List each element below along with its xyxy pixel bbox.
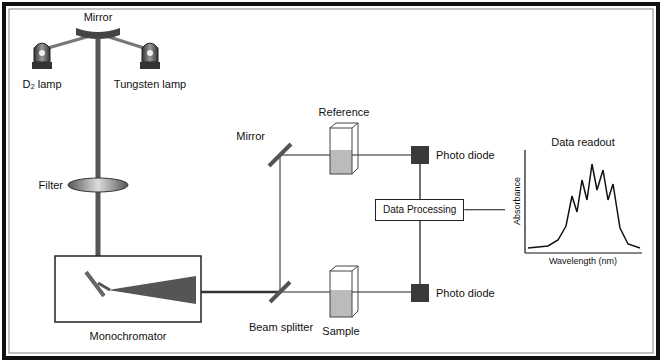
beam-splitter-plate: [270, 282, 290, 302]
tungsten-lamp-icon: [140, 43, 160, 69]
cuvette-label: Reference: [319, 106, 370, 119]
chart-axis: [525, 252, 642, 253]
axis-label: Wavelength (nm): [549, 256, 617, 266]
mirror-label: Mirror: [84, 11, 113, 24]
data-readout-chart: Data readoutAbsorbanceWavelength (nm): [505, 133, 647, 273]
light-beam: [201, 291, 280, 294]
lamp-label: D₂ lamp: [22, 78, 61, 91]
chart-axis: [524, 150, 525, 253]
photo-diode: Photo diode: [411, 284, 429, 302]
dispersed-light-wedge: [108, 276, 196, 304]
inner-frame: [9, 9, 653, 353]
beam-splitter-label: Beam splitter: [249, 321, 313, 334]
mirror-symbol: [269, 144, 291, 166]
photo-diode: Photo diode: [411, 146, 429, 164]
signal-wire: [419, 221, 420, 285]
diode-label: Photo diode: [436, 149, 495, 162]
monochromator-housing: [55, 256, 201, 322]
light-beam: [280, 155, 281, 292]
cuvette-label: Sample: [322, 325, 359, 338]
signal-wire: [419, 164, 420, 199]
monochromator-label: Monochromator: [89, 330, 166, 343]
mirror-symbol: [76, 28, 120, 39]
diode-label: Photo diode: [436, 287, 495, 300]
lamp-label: Tungsten lamp: [114, 78, 186, 91]
light-ray: [106, 36, 144, 48]
sample-cuvette: [330, 266, 358, 317]
filter-label: Filter: [39, 179, 63, 192]
absorbance-spectrum: [528, 164, 640, 248]
outer-frame: [4, 4, 658, 358]
process-box: Data Processing: [375, 199, 464, 221]
signal-wire: [464, 209, 505, 210]
light-beam: [98, 283, 110, 290]
mirror-label: Mirror: [236, 130, 265, 143]
light-beam: [96, 38, 101, 282]
box-text: Data Processing: [383, 204, 456, 216]
reference-cuvette: [330, 123, 358, 174]
filter-disc: [68, 178, 128, 192]
d2-lamp-icon: [32, 43, 52, 69]
light-ray: [48, 36, 90, 48]
chart-title: Data readout: [551, 136, 615, 149]
axis-label: Absorbance: [512, 177, 522, 225]
